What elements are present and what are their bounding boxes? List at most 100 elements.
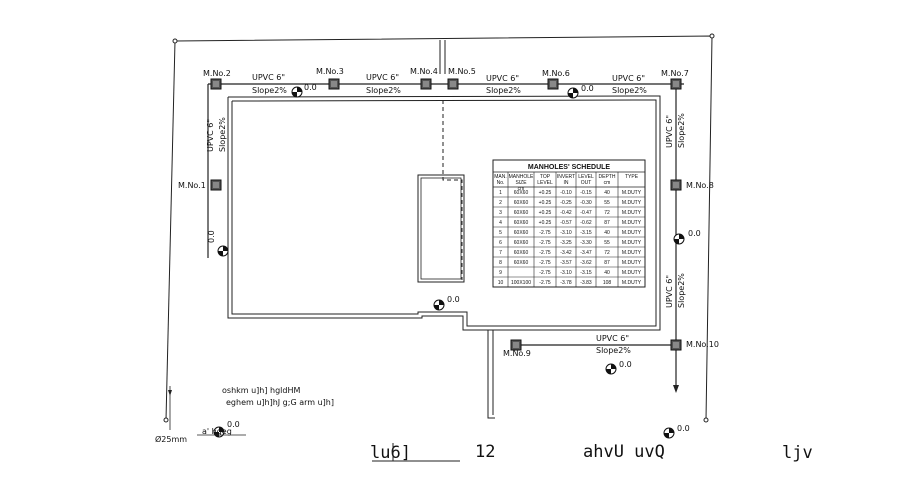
manhole: M.No.3: [316, 67, 344, 90]
manhole: M.No.9: [503, 339, 531, 358]
inner-room: [417, 100, 465, 283]
schedule-header-cell: OUT: [581, 180, 592, 186]
schedule-header-cell: TOP: [540, 174, 551, 180]
schedule-cell: -2.75: [539, 260, 551, 266]
schedule-cell: 87: [604, 260, 610, 266]
level-marker: 0.0: [605, 360, 632, 375]
level-marker: 0.0: [291, 83, 317, 98]
schedule-cell: -2.75: [539, 250, 551, 256]
schedule-cell: -3.47: [580, 250, 592, 256]
plot-boundary: [163, 33, 715, 423]
schedule-header-cell: cm: [604, 180, 611, 186]
pipe-size-top-d: UPVC 6": [612, 74, 645, 83]
note-line-2: eghem u]h]hJ g;G arm u]h]: [226, 398, 334, 407]
schedule-cell: -3.83: [580, 280, 592, 286]
schedule-cell: -0.47: [580, 210, 592, 216]
manhole-label: M.No.1: [178, 181, 206, 190]
schedule-header-cell: MANHOLE: [509, 174, 534, 180]
schedule-cell: 6: [499, 240, 502, 246]
schedule-cell: M.DUTY: [622, 240, 642, 246]
manhole-label: M.No.7: [661, 69, 689, 78]
level-value: 0.0: [447, 295, 460, 304]
small-note: a' hgeg: [202, 427, 232, 436]
bottom-text-b: 12: [475, 442, 495, 462]
schedule-cell: -3.10: [560, 270, 572, 276]
schedule-cell: 40: [604, 230, 610, 236]
schedule-title: MANHOLES' SCHEDULE: [528, 164, 610, 171]
level-value: 0.0: [304, 83, 317, 92]
schedule-cell: 55: [604, 200, 610, 206]
schedule-cell: M.DUTY: [622, 250, 642, 256]
schedule-cell: -2.75: [539, 280, 551, 286]
schedule-cell: M.DUTY: [622, 270, 642, 276]
schedule-cell: -0.30: [580, 200, 592, 206]
manhole-label: M.No.6: [542, 69, 570, 78]
schedule-header-cell: DEPTH: [599, 174, 616, 180]
schedule-cell: 60X60: [514, 260, 529, 266]
level-marker: 0.0: [673, 229, 701, 245]
manhole-label: M.No.8: [686, 181, 714, 190]
pipe-size-top-a: UPVC 6": [252, 73, 285, 82]
schedule-cell: 10: [498, 280, 504, 286]
pipe-slope-right-lower: Slope2%: [677, 273, 686, 308]
level-value: 0.0: [207, 230, 216, 243]
level-marker: 0.0: [433, 295, 460, 311]
schedule-cell: +0.25: [539, 210, 552, 216]
schedule-cell: 60X60: [514, 240, 529, 246]
manhole-label: M.No.4: [410, 67, 438, 76]
schedule-cell: -2.75: [539, 240, 551, 246]
schedule-header-cell: LEVEL: [578, 174, 594, 180]
schedule-cell: -0.15: [580, 190, 592, 196]
schedule-cell: 72: [604, 250, 610, 256]
schedule-cell: 9: [499, 270, 502, 276]
bottom-text-a: lu6]: [370, 443, 411, 463]
schedule-cell: -2.75: [539, 270, 551, 276]
pipe-slope-right-upper: Slope2%: [677, 113, 686, 148]
schedule-cell: 40: [604, 270, 610, 276]
pipe-slope-top-c: Slope2%: [486, 86, 521, 95]
manhole: M.No.4: [410, 67, 438, 90]
pipe-slope-left: Slope2%: [218, 117, 227, 152]
level-value: 0.0: [227, 420, 240, 429]
schedule-cell: 72: [604, 210, 610, 216]
schedule-cell: 60X60: [514, 230, 529, 236]
pipe-labels: UPVC 6" Slope2% UPVC 6" Slope2% UPVC 6" …: [206, 73, 686, 355]
schedule-cell: 100X100: [511, 280, 531, 286]
manhole: M.No.5: [447, 67, 476, 90]
pipe-size-left: UPVC 6": [206, 119, 215, 152]
schedule-cell: 108: [603, 280, 612, 286]
manhole-label: M.No.5: [448, 67, 476, 76]
schedule-cell: 3: [499, 210, 502, 216]
schedule-cell: M.DUTY: [622, 190, 642, 196]
schedule-cell: -0.10: [560, 190, 572, 196]
schedule-cell: 60X60: [514, 200, 529, 206]
schedule-cell: 60X60: [514, 250, 529, 256]
schedule-cell: 60X60: [514, 220, 529, 226]
schedule-cell: -3.30: [580, 240, 592, 246]
schedule-cell: M.DUTY: [622, 230, 642, 236]
pipe-size-right-upper: UPVC 6": [665, 115, 674, 148]
level-marker: 0.0: [567, 84, 594, 99]
schedule-cell: +0.25: [539, 190, 552, 196]
level-value: 0.0: [677, 424, 690, 433]
pipe-size-top-b: UPVC 6": [366, 73, 399, 82]
schedule-cell: -3.42: [560, 250, 572, 256]
schedule-cell: 87: [604, 220, 610, 226]
pipe-size-top-c: UPVC 6": [486, 74, 519, 83]
schedule-cell: 4: [499, 220, 502, 226]
level-marker: 0.0: [663, 424, 690, 439]
schedule-cell: -3.10: [560, 230, 572, 236]
schedule-cell: 2: [499, 200, 502, 206]
level-value: 0.0: [619, 360, 632, 369]
schedule-cell: -3.25: [560, 240, 572, 246]
schedule-header-cell: LEVEL: [537, 180, 553, 186]
manhole: M.No.1: [178, 179, 222, 191]
manhole-label: M.No.2: [203, 69, 231, 78]
schedule-cell: 60X60: [514, 190, 529, 196]
schedule-cell: -3.57: [560, 260, 572, 266]
schedule-cell: 55: [604, 240, 610, 246]
schedule-cell: +0.25: [539, 220, 552, 226]
schedule-cell: 60X60: [514, 210, 529, 216]
manhole: M.No.2: [203, 69, 231, 90]
